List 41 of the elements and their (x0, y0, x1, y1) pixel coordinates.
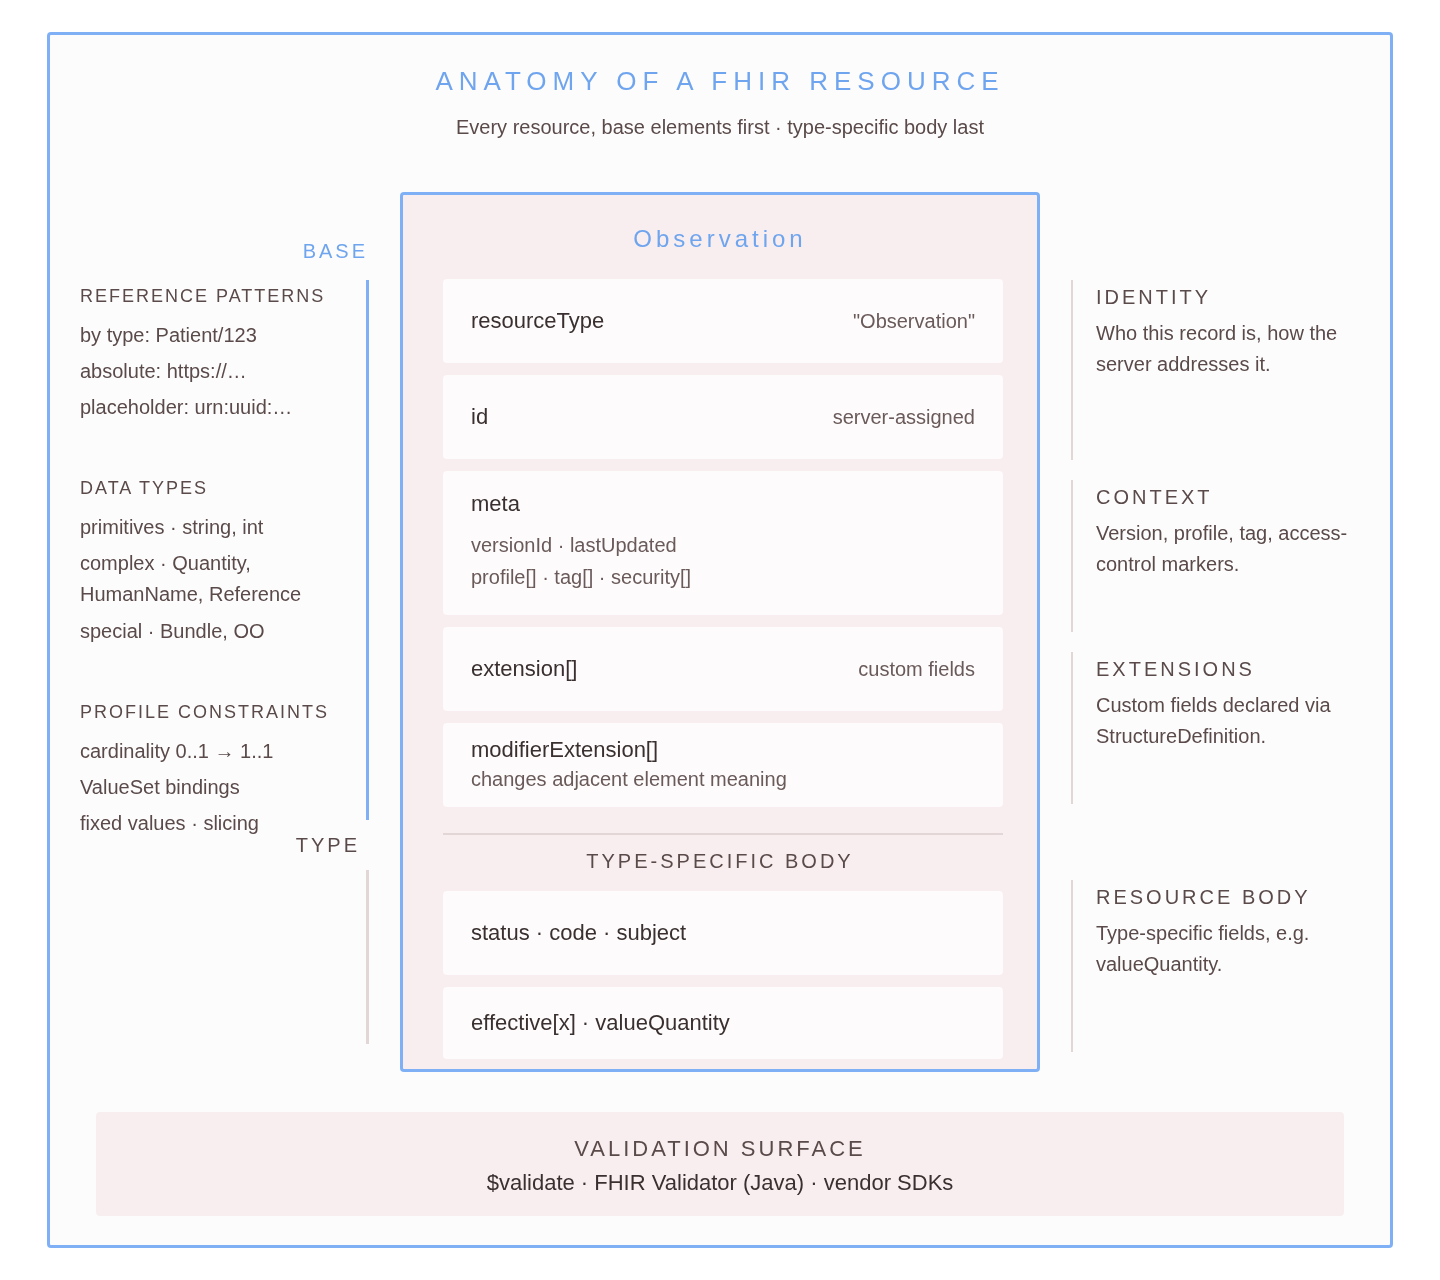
band-heading: VALIDATION SURFACE (573, 1136, 867, 1162)
annotation-text: Who this record is, how the server addresses it. (1096, 321, 1339, 377)
section-heading: RESOURCE BODY (1096, 886, 1311, 909)
annotation-text: special · Bundle, OO (80, 619, 265, 644)
section-heading: DATA TYPES (80, 478, 209, 499)
field-name: resourceType (471, 308, 605, 334)
resource-panel (400, 192, 1040, 1072)
annotation-text: absolute: https://… (80, 359, 247, 384)
subtitle: Every resource, base elements first · type-specific body last (455, 116, 985, 139)
annotation-text: Version, profile, tag, access-control markers. (1096, 521, 1349, 577)
annotation-text: by type: Patient/123 (80, 323, 257, 348)
annotation-text: cardinality 0..1 → 1..1 (80, 739, 274, 764)
field-value: custom fields (858, 657, 975, 681)
field-value: server-assigned (832, 405, 975, 429)
field-note: profile[] · tag[] · security[] (471, 565, 693, 590)
field-name: effective[x] · valueQuantity (471, 1010, 730, 1036)
field-note: changes adjacent element meaning (471, 767, 788, 792)
annotation-text: placeholder: urn:uuid:… (80, 395, 293, 420)
section-heading: TYPE-SPECIFIC BODY (585, 850, 855, 873)
annotation-text: ValueSet bindings (80, 775, 240, 800)
section-heading: CONTEXT (1096, 486, 1213, 509)
diagram-title: ANATOMY OF A FHIR RESOURCE (434, 66, 1006, 97)
section-heading: TYPE (294, 834, 360, 857)
field-value: "Observation" (852, 309, 975, 333)
section-heading: EXTENSIONS (1096, 658, 1255, 681)
annotation-text: Type-specific fields, e.g. valueQuantity. (1096, 921, 1311, 977)
field-note: versionId · lastUpdated (471, 533, 678, 558)
section-heading: PROFILE CONSTRAINTS (80, 702, 330, 723)
field-name: modifierExtension[] (471, 737, 660, 763)
group-label: BASE (301, 240, 368, 263)
annotation-text: Custom fields declared via StructureDefinition. (1096, 693, 1332, 749)
field-name: extension[] (471, 656, 578, 682)
annotation-text: primitives · string, int (80, 515, 264, 540)
field-name: id (471, 404, 489, 430)
field-name: status · code · subject (471, 920, 687, 946)
annotation-text: fixed values · slicing (80, 811, 259, 836)
section-heading: REFERENCE PATTERNS (80, 286, 326, 307)
panel-title: Observation (632, 225, 808, 253)
tool-list: $validate · FHIR Validator (Java) · vendor SDKs (96, 1170, 1344, 1196)
section-heading: IDENTITY (1096, 286, 1212, 309)
field-name: meta (471, 491, 521, 517)
